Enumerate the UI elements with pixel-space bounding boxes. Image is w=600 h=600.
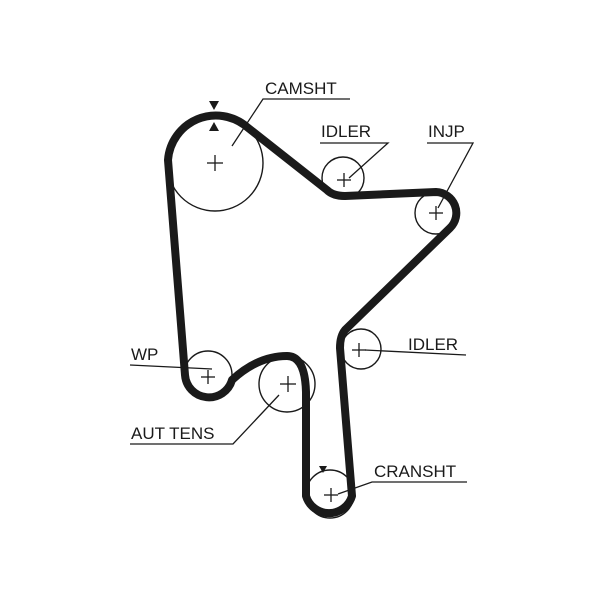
injection-pump-label: INJP (428, 122, 465, 141)
idler-right-label: IDLER (408, 335, 458, 354)
camshaft-timing-mark-outer-icon (209, 101, 219, 110)
water-pump-center-mark (201, 370, 215, 384)
auto-tensioner-leader-line (130, 394, 280, 445)
crankshaft-center-mark (324, 488, 338, 502)
auto-tensioner-center-mark (280, 376, 296, 392)
idler-right-center-mark (352, 343, 366, 357)
idler-right-leader-line (364, 349, 467, 356)
camshaft-timing-mark-inner-icon (209, 122, 219, 131)
crankshaft-leader-line (337, 481, 467, 495)
injection-pump-leader-line (427, 142, 475, 209)
camshaft-leader-line (231, 98, 350, 147)
camshaft-label: CAMSHT (265, 79, 337, 98)
idler-top-leader-line (320, 142, 390, 179)
idler-top-label: IDLER (321, 122, 371, 141)
camshaft-center-mark (207, 155, 223, 171)
water-pump-label: WP (131, 345, 158, 364)
injection-pump-center-mark (429, 206, 443, 220)
auto-tensioner-label: AUT TENS (131, 424, 214, 443)
crankshaft-label: CRANSHT (374, 462, 456, 481)
water-pump-leader-line (129, 364, 213, 370)
timing-belt (164, 111, 461, 518)
crankshaft-timing-mark-icon (319, 466, 327, 473)
idler-top-center-mark (337, 173, 351, 187)
idler-right-pulley (340, 328, 382, 370)
